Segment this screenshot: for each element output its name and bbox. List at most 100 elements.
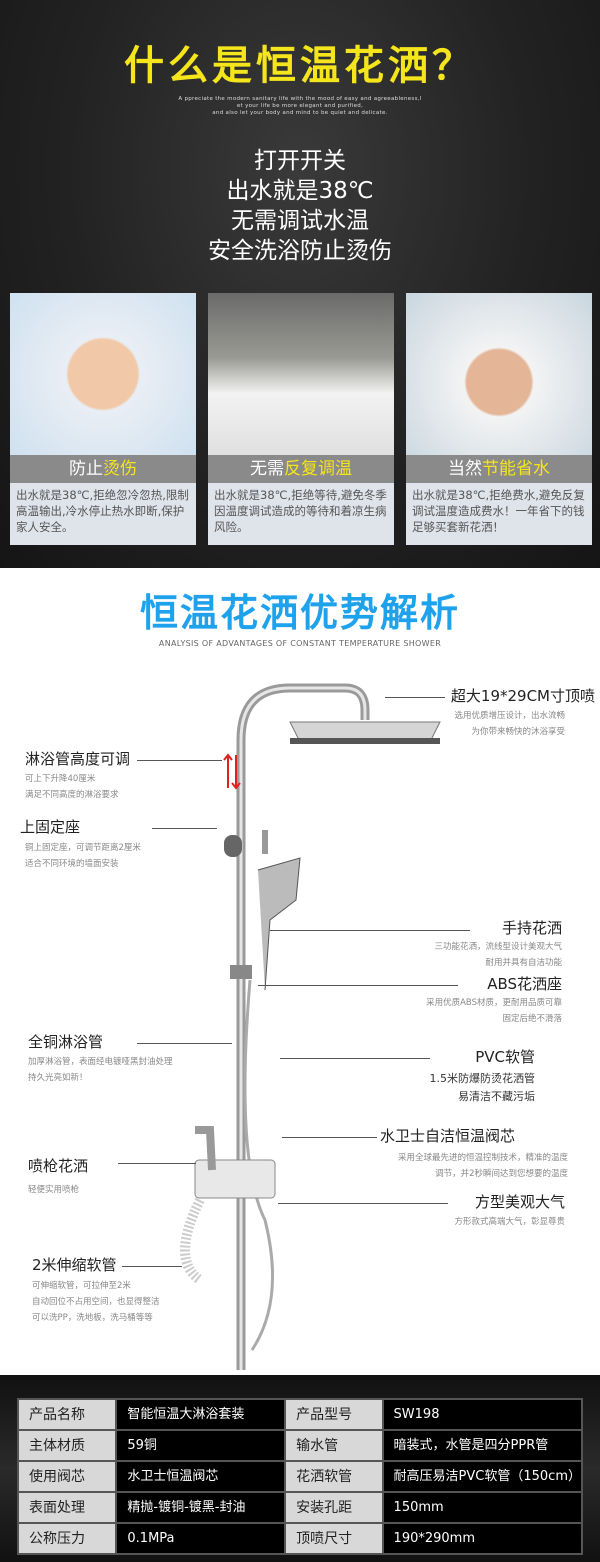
label-highlight: 节能省水	[482, 459, 550, 479]
label-plain: 无需	[250, 459, 284, 479]
baby-photo	[10, 293, 196, 455]
feature-desc: 采用全球最先进的恒温控制技术，精准的温度调节，并2秒瞬间达到您想要的温度	[398, 1150, 568, 1182]
card-desc: 出水就是38℃,拒绝忽冷忽热,限制高温输出,冷水停止热水即断,保护家人安全。	[16, 488, 189, 534]
leader-line	[278, 1203, 448, 1204]
feature-card-save: 当然节能省水 出水就是38℃,拒绝费水,避免反复调试温度造成费水！一年省下的钱足…	[406, 293, 592, 545]
leader-line	[152, 828, 217, 829]
analysis-subtitle: ANALYSIS OF ADVANTAGES OF CONSTANT TEMPE…	[158, 639, 442, 648]
feature-desc: 1.5米防爆防烫花洒管易清洁不藏污垢	[430, 1070, 536, 1106]
slogan: 打开开关 出水就是38℃ 无需调试水温 安全洗浴防止烫伤	[0, 146, 600, 266]
label-highlight: 烫伤	[103, 459, 137, 479]
feature-desc: 铜上固定座，可调节距离2厘米适合不同环境的墙面安装	[25, 840, 141, 872]
feature-title: 全铜淋浴管	[28, 1033, 104, 1051]
hero-title: 什么是恒温花洒？	[124, 43, 476, 89]
feature-desc: 加厚淋浴管，表面经电镀哑黑封油处理持久光亮如新！	[28, 1054, 173, 1086]
desc-line: 固定后绝不滑落	[502, 1014, 562, 1024]
desc-line: 适合不同环境的墙面安装	[25, 859, 119, 869]
feature-title: 2米伸缩软管	[32, 1256, 117, 1274]
card-label: 防止烫伤	[10, 455, 196, 483]
bath-photo	[208, 293, 394, 455]
desc-line: 采用优质ABS材质，更耐用品质可靠	[426, 998, 562, 1008]
leader-line	[385, 697, 445, 698]
feature-card-temp: 无需反复调温 出水就是38℃,拒绝等待,避免冬季因温度调试造成的等待和着凉生病风…	[208, 293, 394, 545]
card-label: 当然节能省水	[406, 455, 592, 483]
desc-line: 自动回位不占用空间，也显得整洁	[32, 1297, 160, 1307]
spec-key: 公称压力	[16, 1522, 118, 1555]
desc-line: 满足不同高度的淋浴要求	[25, 790, 119, 800]
spec-key: 表面处理	[16, 1491, 118, 1524]
spec-value: 水卫士恒温阀芯	[115, 1460, 287, 1493]
feature-desc: 可上下升降40厘米满足不同高度的淋浴要求	[25, 771, 119, 803]
spec-key: 产品型号	[284, 1398, 384, 1431]
hero-section: 什么是恒温花洒？ A ppreciate the modern sanitary…	[0, 0, 600, 568]
desc-line: 可以洗PP，洗地板，洗马桶等等	[32, 1313, 153, 1323]
desc-line: 可伸缩软管，可拉伸至2米	[32, 1281, 131, 1291]
spec-key: 安装孔距	[284, 1491, 384, 1524]
feature-title: 方型美观大气	[474, 1193, 565, 1211]
spec-key: 顶喷尺寸	[284, 1522, 384, 1555]
hero-english: A ppreciate the modern sanitary life wit…	[0, 96, 600, 117]
desc-line: 铜上固定座，可调节距离2厘米	[25, 843, 141, 853]
spec-row: 使用阀芯水卫士恒温阀芯花洒软管耐高压易洁PVC软管（150cm）	[16, 1460, 584, 1493]
feature-desc: 可伸缩软管，可拉伸至2米自动回位不占用空间，也显得整洁可以洗PP，洗地板，洗马桶…	[32, 1278, 160, 1326]
leader-line	[137, 1043, 232, 1044]
english-line: and also let your body and mind to be qu…	[212, 110, 388, 116]
spec-value: 190*290mm	[381, 1522, 584, 1555]
woman-photo	[406, 293, 592, 455]
feature-title: 喷枪花洒	[28, 1157, 89, 1175]
spec-value: SW198	[381, 1398, 584, 1431]
analysis-title: 恒温花洒优势解析	[139, 591, 460, 635]
spec-value: 耐高压易洁PVC软管（150cm）	[381, 1460, 584, 1493]
desc-line: 加厚淋浴管，表面经电镀哑黑封油处理	[28, 1057, 173, 1067]
feature-title: ABS花洒座	[487, 975, 562, 993]
spec-value: 0.1MPa	[115, 1522, 287, 1555]
card-desc: 出水就是38℃,拒绝等待,避免冬季因温度调试造成的等待和着凉生病风险。	[214, 488, 387, 534]
spec-value: 150mm	[381, 1491, 584, 1524]
leader-line	[282, 1137, 377, 1138]
feature-title: 淋浴管高度可调	[25, 750, 131, 768]
spec-key: 主体材质	[16, 1429, 118, 1462]
leader-line	[258, 985, 458, 986]
spec-value: 暗装式，水管是四分PPR管	[381, 1429, 584, 1462]
feature-desc: 采用优质ABS材质，更耐用品质可靠固定后绝不滑落	[426, 995, 562, 1027]
desc-line: 可上下升降40厘米	[25, 774, 96, 784]
label-highlight: 反复调温	[284, 459, 352, 479]
label-plain: 防止	[69, 459, 103, 479]
feature-desc: 选用优质增压设计，出水流畅为你带来畅快的沐浴享受	[454, 708, 565, 740]
desc-line: 耐用并具有自洁功能	[485, 958, 562, 968]
spec-key: 输水管	[284, 1429, 384, 1462]
card-label: 无需反复调温	[208, 455, 394, 483]
desc-line: 调节，并2秒瞬间达到您想要的温度	[435, 1169, 568, 1179]
feature-title: 手持花洒	[501, 919, 562, 937]
slogan-line: 安全洗浴防止烫伤	[208, 238, 392, 264]
feature-title: PVC软管	[475, 1048, 535, 1066]
leader-line	[122, 1266, 182, 1267]
slogan-line: 出水就是38℃	[226, 178, 374, 204]
english-line: et your life be more elegant and purifie…	[236, 103, 364, 109]
feature-desc: 方形款式高端大气，彰显尊贵	[454, 1217, 565, 1227]
spec-key: 使用阀芯	[16, 1460, 118, 1493]
feature-title: 超大19*29CM寸顶喷	[450, 687, 595, 705]
desc-line: 采用全球最先进的恒温控制技术，精准的温度	[397, 1153, 568, 1163]
card-desc: 出水就是38℃,拒绝费水,避免反复调试温度造成费水！一年省下的钱足够买套新花洒！	[412, 488, 585, 534]
leader-line	[118, 1163, 196, 1164]
feature-card-burn: 防止烫伤 出水就是38℃,拒绝忽冷忽热,限制高温输出,冷水停止热水即断,保护家人…	[10, 293, 196, 545]
desc-line: 易清洁不藏污垢	[458, 1090, 535, 1103]
spec-value: 59铜	[115, 1429, 287, 1462]
desc-line: 选用优质增压设计，出水流畅	[454, 711, 565, 721]
slogan-line: 打开开关	[254, 148, 346, 174]
desc-line: 持久光亮如新！	[28, 1073, 88, 1083]
label-plain: 当然	[448, 459, 482, 479]
spec-key: 花洒软管	[284, 1460, 384, 1493]
leader-line	[280, 1058, 430, 1059]
slogan-line: 无需调试水温	[231, 208, 369, 234]
spec-key: 产品名称	[16, 1398, 118, 1431]
spec-value: 精抛-镀铜-镀黑-封油	[115, 1491, 287, 1524]
desc-line: 1.5米防爆防烫花洒管	[429, 1072, 536, 1085]
spec-value: 智能恒温大淋浴套装	[115, 1398, 287, 1431]
